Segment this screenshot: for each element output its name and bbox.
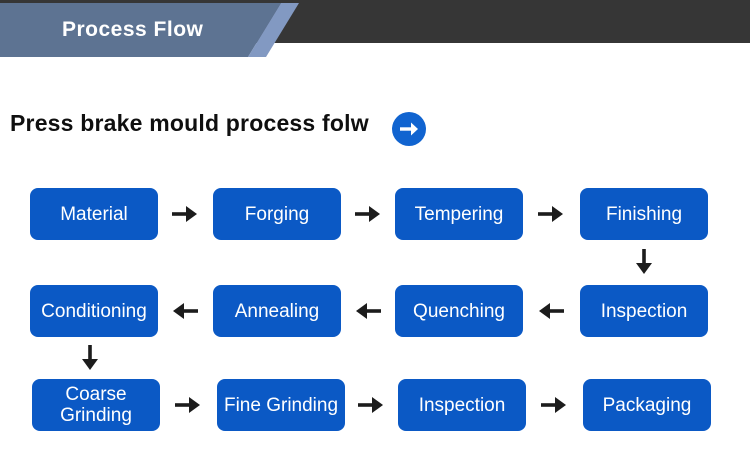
arrow-down-icon (634, 248, 654, 281)
arrow-down-icon (80, 344, 100, 377)
flow-node-coarse-grinding: Coarse Grinding (32, 379, 160, 431)
flow-node-inspection-2: Inspection (398, 379, 526, 431)
arrow-right-icon (174, 395, 202, 420)
header-banner: Process Flow (0, 3, 305, 57)
flow-node-packaging: Packaging (583, 379, 711, 431)
arrow-left-icon (171, 301, 199, 326)
arrow-right-icon (171, 204, 199, 229)
flow-node-material: Material (30, 188, 158, 240)
flow-node-inspection-1: Inspection (580, 285, 708, 337)
arrow-right-circle-icon (392, 112, 426, 146)
arrow-right-icon (357, 395, 385, 420)
arrow-left-icon (354, 301, 382, 326)
arrow-left-icon (537, 301, 565, 326)
flow-node-tempering: Tempering (395, 188, 523, 240)
page-title: Press brake mould process folw (10, 110, 369, 136)
flow-node-annealing: Annealing (213, 285, 341, 337)
arrow-right-icon (354, 204, 382, 229)
flow-node-finishing: Finishing (580, 188, 708, 240)
banner-ribbon-shape (0, 3, 281, 57)
flow-node-quenching: Quenching (395, 285, 523, 337)
flow-node-conditioning: Conditioning (30, 285, 158, 337)
arrow-right-icon (537, 204, 565, 229)
arrow-right-icon (540, 395, 568, 420)
flow-node-fine-grinding: Fine Grinding (217, 379, 345, 431)
banner-title: Process Flow (62, 18, 204, 41)
flow-node-forging: Forging (213, 188, 341, 240)
